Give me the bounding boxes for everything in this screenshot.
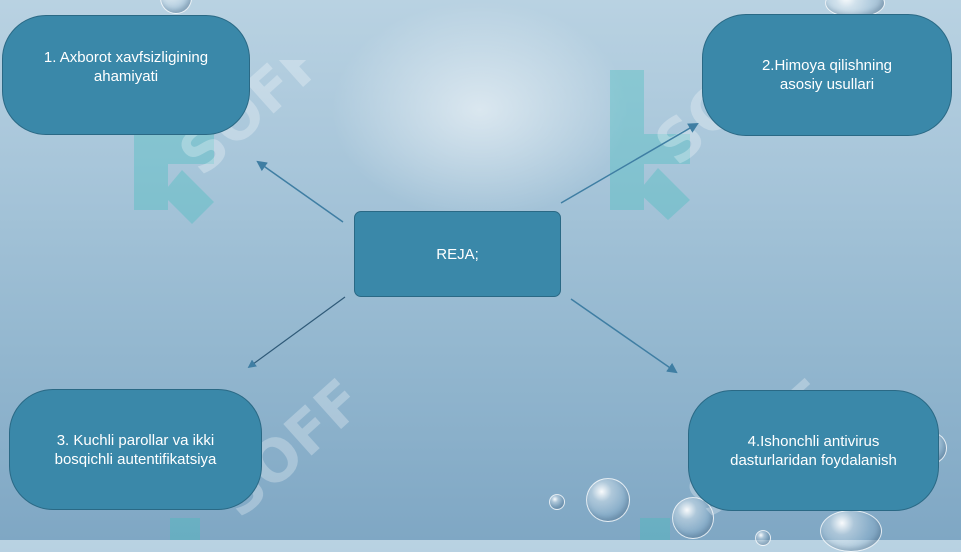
connector-arrows — [247, 122, 699, 374]
bubble — [586, 478, 630, 522]
item-node-label: 1. Axborot xavfsizligining ahamiyati — [43, 49, 209, 85]
arrow-to-item-4 — [570, 298, 678, 374]
item-node-label: 3. Kuchli parollar va ikki bosqichli aut… — [54, 431, 217, 468]
item-node-1: 1. Axborot xavfsizligining ahamiyati — [2, 15, 250, 135]
item-node-4: 4.Ishonchli antivirus dasturlaridan foyd… — [688, 390, 939, 511]
item-node-label: 4.Ishonchli antivirus dasturlaridan foyd… — [730, 432, 897, 469]
arrow-to-item-2 — [560, 122, 699, 204]
center-node-label: REJA; — [436, 245, 479, 263]
item-node-2: 2.Himoya qilishning asosiy usullari — [702, 14, 952, 136]
bubble — [672, 497, 714, 539]
arrow-to-item-3 — [247, 296, 346, 368]
bubble — [549, 494, 565, 510]
center-node: REJA; — [354, 211, 561, 297]
item-node-label: 2.Himoya qilishning asosiy usullari — [761, 57, 893, 93]
arrow-to-item-1 — [256, 160, 344, 223]
item-node-3: 3. Kuchli parollar va ikki bosqichli aut… — [9, 389, 262, 510]
